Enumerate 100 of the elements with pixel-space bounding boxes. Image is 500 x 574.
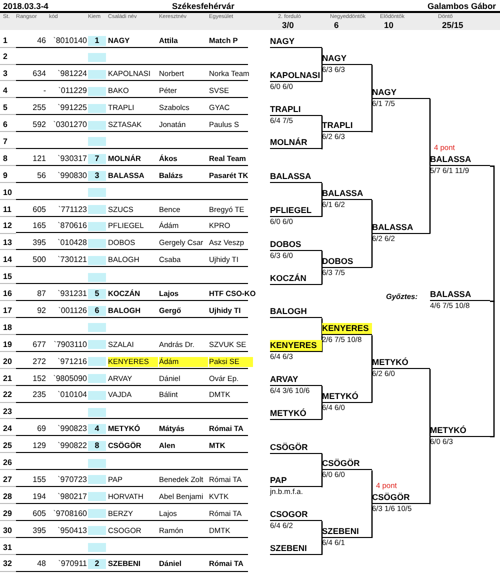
player-name: BALASSA bbox=[372, 222, 430, 234]
bracket-entry bbox=[322, 256, 372, 277]
ranking-number: 605 bbox=[32, 508, 46, 519]
player-code: `011229 bbox=[57, 86, 87, 96]
round-points: 3/0 bbox=[282, 21, 294, 30]
player-name: PFLIEGEL bbox=[270, 204, 322, 217]
bracket-entry bbox=[430, 154, 490, 176]
bracket-connector bbox=[371, 504, 373, 538]
row-number: 17 bbox=[3, 306, 13, 316]
bracket-entry bbox=[372, 222, 430, 243]
player-code: `8010140 bbox=[52, 36, 87, 46]
bracket-entry bbox=[270, 104, 322, 124]
player-name: KAPOLNASI bbox=[270, 70, 322, 82]
row-number: 11 bbox=[3, 204, 12, 214]
bracket-connector bbox=[371, 233, 373, 268]
player-name: CSOGOR bbox=[270, 509, 322, 522]
row-number: 8 bbox=[3, 154, 8, 164]
bracket-entry bbox=[430, 289, 490, 310]
bracket-connector bbox=[321, 250, 323, 268]
ranking-number: 87 bbox=[36, 289, 46, 299]
player-code: `7903110 bbox=[52, 340, 87, 350]
bracket-entry bbox=[372, 86, 430, 108]
ranking-number: 395 bbox=[32, 526, 46, 536]
ranking-number: 48 bbox=[36, 559, 46, 570]
bracket-connector bbox=[321, 334, 323, 352]
player-name: SZEBENI bbox=[322, 526, 372, 538]
seed-number: 1 bbox=[88, 36, 106, 46]
player-code: `870616 bbox=[56, 221, 87, 232]
bracket-entry bbox=[270, 70, 322, 91]
player-name: PAP bbox=[270, 475, 322, 488]
player-name: NAGY bbox=[372, 86, 430, 99]
player-name: TRAPLI bbox=[322, 120, 372, 132]
player-code: `001126 bbox=[57, 306, 87, 316]
bracket-entry bbox=[322, 52, 372, 74]
bracket-connector bbox=[321, 402, 323, 420]
bracket-connector bbox=[429, 98, 431, 167]
row-number: 7 bbox=[3, 136, 8, 147]
ranking-number: 235 bbox=[32, 390, 46, 400]
ranking-number: 56 bbox=[36, 170, 46, 181]
player-code: `730121 bbox=[56, 255, 87, 266]
player-code: `990830 bbox=[56, 170, 87, 181]
row-number: 29 bbox=[3, 508, 13, 519]
player-name: METYKÓ bbox=[430, 424, 490, 437]
round-points: 25/15 bbox=[442, 21, 464, 30]
bracket-entry bbox=[270, 238, 322, 260]
bracket-entry bbox=[270, 475, 322, 496]
bracket-connector bbox=[321, 199, 323, 217]
row-number: 13 bbox=[3, 238, 13, 248]
player-name: SZEBENI bbox=[270, 542, 322, 555]
player-code: `9805090 bbox=[52, 374, 87, 384]
player-name: BALASSA bbox=[270, 171, 322, 184]
bracket-connector bbox=[321, 266, 323, 284]
player-code: `991225 bbox=[56, 103, 87, 114]
row-number: 2 bbox=[3, 52, 8, 62]
bracket-connector bbox=[321, 48, 323, 66]
bracket-connector bbox=[490, 166, 495, 302]
player-name: TRAPLI bbox=[270, 104, 322, 116]
bracket-connector bbox=[321, 318, 323, 336]
seed-number: 2 bbox=[88, 559, 106, 570]
bracket-entry bbox=[322, 120, 372, 142]
seed-number: 4 bbox=[88, 424, 106, 434]
player-code: `990822 bbox=[56, 441, 87, 452]
row-number: 4 bbox=[3, 86, 8, 96]
bracket-connector bbox=[321, 470, 323, 488]
row-number: 19 bbox=[3, 340, 13, 350]
row-number: 23 bbox=[3, 407, 13, 418]
player-code: `931231 bbox=[56, 289, 87, 299]
row-number: 21 bbox=[3, 374, 13, 384]
bracket-connector bbox=[321, 454, 323, 472]
bracket-entry bbox=[270, 509, 322, 530]
bracket-entry bbox=[270, 340, 322, 362]
player-name: METYKÓ bbox=[270, 408, 322, 420]
row-number: 30 bbox=[3, 526, 13, 536]
bracket-connector bbox=[371, 335, 373, 370]
bracket-connector bbox=[371, 200, 373, 234]
player-code: `980217 bbox=[56, 492, 87, 502]
bracket-entry bbox=[322, 526, 372, 547]
bracket-entry bbox=[270, 204, 322, 226]
row-number: 16 bbox=[3, 289, 13, 299]
player-name: BALASSA bbox=[430, 289, 490, 302]
player-name: DOBOS bbox=[322, 256, 372, 268]
bracket-connector bbox=[321, 132, 323, 150]
row-number: 3 bbox=[3, 69, 8, 80]
player-name: KENYERES bbox=[270, 340, 322, 352]
ranking-number: 272 bbox=[32, 356, 46, 367]
ranking-number: 129 bbox=[32, 441, 46, 452]
bracket-entry bbox=[322, 458, 372, 480]
row-number: 24 bbox=[3, 424, 13, 434]
player-code: `0301270 bbox=[52, 120, 87, 130]
row-number: 20 bbox=[3, 356, 13, 367]
ranking-number: 634 bbox=[32, 69, 46, 80]
player-name: KENYERES bbox=[322, 323, 372, 336]
player-code: `971216 bbox=[56, 356, 87, 367]
date-text: 2018.03.3-4 bbox=[3, 1, 48, 11]
player-name: METYKÓ bbox=[372, 357, 430, 369]
bracket-connector bbox=[321, 116, 323, 134]
player-code: `771123 bbox=[57, 204, 87, 214]
ranking-number: - bbox=[42, 86, 46, 96]
player-code: `990823 bbox=[56, 424, 87, 434]
row-number: 14 bbox=[3, 255, 13, 266]
